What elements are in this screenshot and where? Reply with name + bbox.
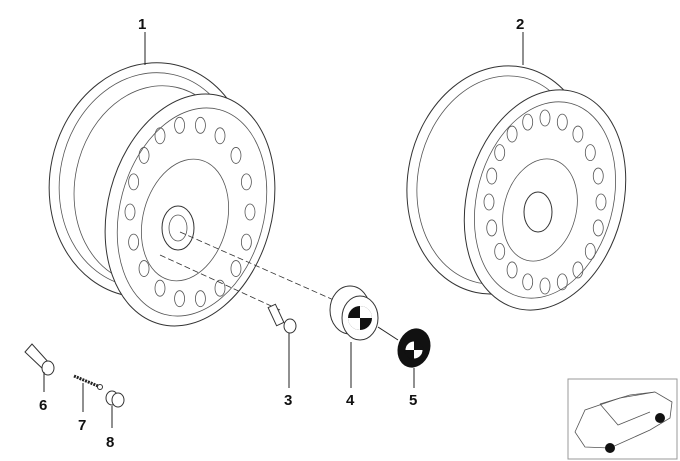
hub-cap[interactable] (329, 285, 379, 341)
wheel-highlight-front (605, 443, 615, 453)
part-label-5[interactable]: 5 (409, 392, 417, 409)
vent-hole (138, 147, 150, 164)
vent-hole (494, 144, 506, 162)
vent-hole (592, 167, 604, 185)
part-label-3[interactable]: 3 (284, 392, 292, 409)
valve[interactable] (24, 343, 55, 376)
vent-hole (486, 167, 498, 185)
valve-core[interactable] (73, 374, 103, 390)
vent-hole (556, 113, 568, 131)
wheel-highlight-rear (655, 413, 665, 423)
vent-hole (124, 203, 136, 221)
vent-hole (539, 277, 551, 295)
vent-hole (584, 144, 596, 162)
steel-wheel-2[interactable] (386, 48, 649, 328)
steel-wheel-1[interactable] (28, 44, 300, 345)
vent-hole (154, 279, 166, 297)
part-label-8[interactable]: 8 (106, 434, 114, 451)
vent-hole (522, 113, 534, 131)
vent-hole (584, 242, 596, 260)
vent-hole (174, 290, 185, 308)
part-label-7[interactable]: 7 (78, 417, 86, 434)
part-label-1[interactable]: 1 (138, 16, 146, 33)
valve-cap[interactable] (105, 390, 125, 408)
vehicle-thumbnail (567, 378, 678, 460)
vent-hole (483, 193, 495, 211)
part-label-6[interactable]: 6 (39, 397, 47, 414)
vent-hole (240, 173, 252, 191)
vent-hole (244, 203, 256, 221)
vent-hole (556, 273, 568, 291)
vent-hole (195, 116, 206, 134)
vent-hole (128, 173, 140, 191)
vent-hole (230, 147, 242, 164)
vent-hole (138, 260, 150, 277)
vent-hole (154, 127, 166, 145)
part-label-2[interactable]: 2 (516, 16, 524, 33)
vent-hole (240, 233, 252, 251)
vent-hole (128, 233, 140, 251)
vent-hole (506, 261, 518, 279)
vent-hole (195, 290, 206, 308)
wheel-bolt[interactable] (267, 303, 297, 334)
vent-hole (494, 242, 506, 260)
bmw-emblem[interactable] (392, 324, 436, 373)
vent-hole (595, 193, 607, 211)
vent-hole (572, 125, 584, 143)
vent-hole (486, 219, 498, 237)
vent-hole (506, 125, 518, 143)
vent-hole (214, 279, 226, 297)
vent-hole (572, 261, 584, 279)
part-label-4[interactable]: 4 (346, 392, 355, 409)
vent-hole (214, 127, 226, 145)
vent-hole (522, 273, 534, 291)
vent-hole (539, 109, 551, 127)
vent-hole (592, 219, 604, 237)
vent-hole (230, 260, 242, 277)
vent-hole (174, 116, 185, 134)
